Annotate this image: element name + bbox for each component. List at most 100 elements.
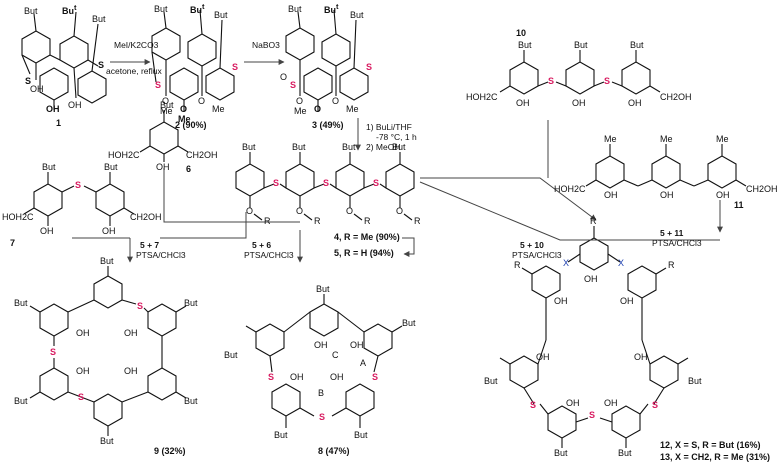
atom-oh: OH <box>604 398 618 408</box>
atom-oh: OH <box>584 274 598 284</box>
ring-label-b: B <box>318 388 325 398</box>
atom-but: But <box>154 4 168 14</box>
atom-x: X <box>563 258 570 268</box>
atom-o: O <box>198 96 206 106</box>
compound-label-9: 9 (32%) <box>154 446 186 456</box>
atom-oh: OH <box>350 340 364 350</box>
atom-but: But <box>214 10 228 20</box>
compound-3-structure <box>285 9 369 112</box>
atom-but: But <box>14 298 28 308</box>
reagent-buli: 1) BuLi/THF <box>366 122 412 132</box>
atom-oh: OH <box>102 226 116 236</box>
compound-11-structure <box>585 144 747 189</box>
atom-oh: OH <box>566 398 580 408</box>
atom-oh: OH <box>290 372 304 382</box>
atom-s: S <box>323 178 330 188</box>
atom-s: S <box>366 62 373 72</box>
atom-ch2oh-left: HOH2C <box>108 150 140 160</box>
atom-oh: OH <box>716 190 730 200</box>
atom-r: R <box>414 216 421 226</box>
atom-but-bold: But <box>190 2 205 15</box>
compound-label-7: 7 <box>10 238 16 248</box>
atom-but: But <box>14 396 28 406</box>
atom-ch2oh-left: HOH2C <box>2 212 34 222</box>
atom-oh: OH <box>124 366 138 376</box>
atom-but: But <box>100 256 114 266</box>
atom-oh: OH <box>124 328 138 338</box>
atom-but: But <box>274 430 288 440</box>
ring-label-a: A <box>360 358 367 368</box>
compound-12-13-structure <box>499 226 689 448</box>
atom-s: S <box>137 301 144 311</box>
reagent-ptsa-9: PTSA/CHCl3 <box>136 250 186 260</box>
atom-but: But <box>242 142 256 152</box>
atom-but: But <box>42 162 56 172</box>
reagent-temp: -78 °C, 1 h <box>376 132 417 142</box>
atom-but: But <box>224 350 238 360</box>
atom-o: O <box>346 206 354 216</box>
atom-me: Me <box>294 106 307 116</box>
atom-me: Me <box>178 114 191 124</box>
atom-s: S <box>155 80 162 90</box>
compound-1-structure <box>21 11 107 110</box>
atom-oh: OH <box>516 98 530 108</box>
reagent-nabo3: NaBO3 <box>252 40 280 50</box>
compound-label-13: 13, X = CH2, R = Me (31%) <box>660 452 771 462</box>
compound-label-4: 4, R = Me (90%) <box>334 232 400 242</box>
atom-s: S <box>372 372 379 382</box>
atom-but: But <box>100 436 114 446</box>
reagent-5-6: 5 + 6 <box>252 240 272 250</box>
atom-me: Me <box>716 134 729 144</box>
atom-s: S <box>604 76 611 86</box>
atom-s: S <box>530 400 537 410</box>
compound-10-structure <box>499 50 661 95</box>
atom-me: Me <box>160 106 173 116</box>
compound-6-structure <box>139 110 189 162</box>
atom-r: R <box>314 216 321 226</box>
atom-me: Me <box>212 104 225 114</box>
atom-s: S <box>268 372 275 382</box>
atom-r: R <box>514 260 521 270</box>
atom-s: S <box>50 347 57 357</box>
atom-o: O <box>180 104 188 114</box>
reagent-ptsa-8: PTSA/CHCl3 <box>244 250 294 260</box>
atom-but: But <box>160 100 174 110</box>
reaction-arrows <box>72 59 723 263</box>
atom-s: S <box>78 392 85 402</box>
atom-oh: OH <box>604 190 618 200</box>
atom-me: Me <box>660 134 673 144</box>
compound-label-11: 11 <box>734 200 744 210</box>
atom-o: O <box>162 96 170 106</box>
atom-ch2oh-right: CH2OH <box>130 212 162 222</box>
atom-but: But <box>518 40 532 50</box>
atom-r: R <box>364 216 371 226</box>
atom-o: O <box>396 206 404 216</box>
atom-oh: OH <box>76 366 90 376</box>
atom-s: S <box>548 76 555 86</box>
atom-r: R <box>264 216 271 226</box>
atom-oh: OH <box>628 98 642 108</box>
reagent-ptsa-13: PTSA/CHCl3 <box>652 238 702 248</box>
atom-but: But <box>342 142 356 152</box>
atom-but: But <box>24 6 38 16</box>
atom-oh: OH <box>554 296 568 306</box>
atom-o: O <box>280 72 288 82</box>
reagent-acetone: acetone, reflux <box>106 66 162 76</box>
reagent-5-7: 5 + 7 <box>140 240 160 250</box>
atom-oh: OH <box>68 100 82 110</box>
atom-oh: OH <box>634 352 648 362</box>
atom-but: But <box>316 284 330 294</box>
atom-me: Me <box>346 104 359 114</box>
atom-oh: OH <box>314 340 328 350</box>
compound-label-1: 1 <box>56 118 62 128</box>
atom-o: O <box>314 104 322 114</box>
atom-but: But <box>184 298 198 308</box>
atom-s: S <box>373 178 380 188</box>
atom-but-bold: But <box>324 2 339 15</box>
atom-but: But <box>354 430 368 440</box>
ring-label-c: C <box>332 350 339 360</box>
reagent-meoh: 2) MeOH <box>366 142 401 152</box>
atom-but: But <box>618 448 632 458</box>
atom-r: R <box>668 260 675 270</box>
